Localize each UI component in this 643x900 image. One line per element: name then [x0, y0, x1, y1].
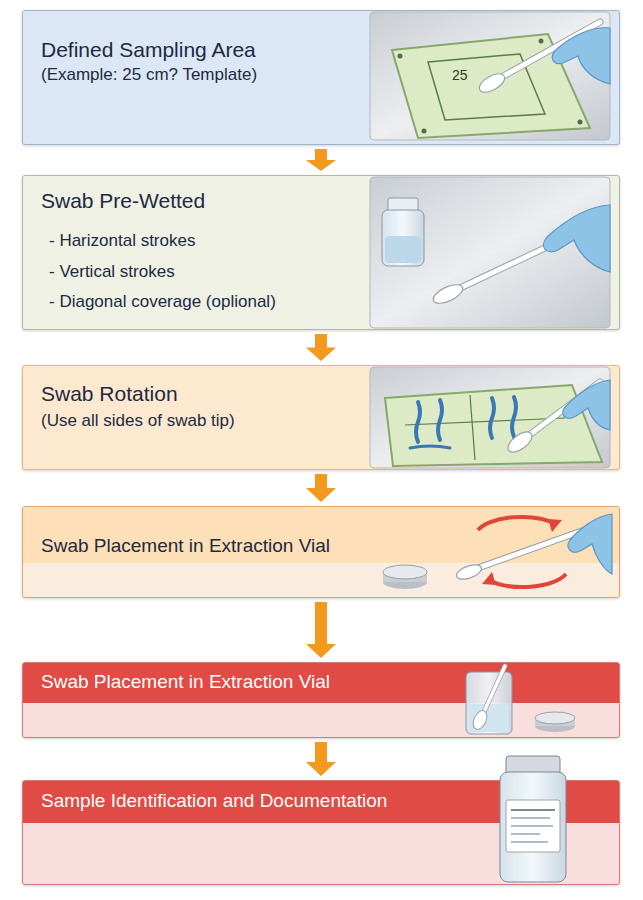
- swab-stroke-mark: [438, 400, 442, 440]
- label-line: [511, 809, 555, 811]
- rotation-arrowhead: [548, 519, 562, 532]
- template-grid-line: [470, 395, 475, 460]
- step-title: Swab Placement in Extraction Vial: [23, 535, 391, 558]
- rotation-arrowhead: [482, 572, 496, 585]
- swab-stick: [482, 666, 505, 716]
- vial-cap-side: [383, 575, 427, 589]
- swab-tip: [505, 428, 536, 456]
- vial-cap-side: [535, 718, 575, 726]
- rotation-arrow: [488, 574, 566, 587]
- swab-tip: [470, 708, 489, 731]
- flow-arrow: [306, 334, 336, 361]
- swab-stroke-mark: [416, 402, 420, 442]
- step-title: Swab Pre-Wetted: [23, 188, 371, 213]
- flow-arrow: [306, 602, 336, 658]
- template-window: [428, 54, 545, 120]
- swab-stick-outline: [482, 666, 505, 716]
- step-note: - Vertical strokes: [23, 262, 379, 282]
- process-box: Defined Sampling Area (Example: 25 cm? Te…: [22, 10, 620, 145]
- template-screw: [422, 129, 427, 134]
- label-line: [511, 825, 553, 827]
- step-note: (Use all sides of swab tip): [23, 411, 371, 431]
- bottle-liquid: [385, 236, 421, 263]
- swab-stick-outline: [458, 222, 600, 289]
- gloved-hand: [543, 205, 610, 272]
- vial-cap-side: [383, 572, 427, 582]
- swab-tip: [431, 281, 466, 307]
- sampling-template: [385, 385, 602, 466]
- label-line: [511, 833, 540, 835]
- gloved-hand: [552, 28, 610, 84]
- step-title: Swab Rotation: [23, 381, 371, 406]
- template-screw: [398, 54, 403, 59]
- vial-cap: [535, 712, 575, 724]
- step-note: - Harizontal strokes: [23, 231, 379, 251]
- flow-arrow: [306, 149, 336, 171]
- step-note: (Example: 25 cm? Template): [23, 65, 371, 85]
- swab-stroke-mark: [410, 446, 450, 448]
- photo-panel: [370, 367, 610, 468]
- process-box: Swab Placement in Extraction Vial: [22, 662, 620, 738]
- swab-tip: [455, 562, 484, 582]
- flow-arrow: [306, 742, 336, 776]
- template-screw: [539, 39, 544, 44]
- swab-stroke-mark: [512, 397, 516, 437]
- template-label: 25: [452, 67, 468, 84]
- template-screw: [578, 120, 583, 125]
- bottle-cap: [388, 198, 418, 212]
- label-line: [511, 841, 548, 843]
- swab-stick: [500, 22, 600, 78]
- label-line: [511, 817, 550, 819]
- vial-cap: [383, 565, 427, 579]
- step-title: Defined Sampling Area: [23, 37, 371, 62]
- template-grid-line: [405, 418, 565, 425]
- solvent-bottle: [382, 210, 424, 266]
- swab-stick-outline: [528, 382, 600, 436]
- photo-panel: [370, 177, 610, 328]
- flow-arrow: [306, 474, 336, 502]
- process-box: Sample Identification and Documentation: [22, 780, 620, 885]
- vial-cap-side: [535, 720, 575, 732]
- process-box: Swab Placement in Extraction Vial: [22, 506, 620, 598]
- swab-stroke-mark: [490, 398, 494, 438]
- sampling-template: [392, 34, 590, 138]
- vial-cap: [506, 756, 560, 776]
- vial-label: [506, 800, 560, 852]
- process-box: Swab Rotation (Use all sides of swab tip): [22, 365, 620, 470]
- swab-stick: [458, 222, 600, 289]
- swab-tip: [476, 70, 507, 96]
- step-note: - Diagonal coverage (oplional): [23, 292, 379, 312]
- extraction-vial: [466, 672, 512, 734]
- vial-liquid: [469, 704, 509, 732]
- step-title: Sample Identification and Documentation: [23, 790, 491, 813]
- gloved-hand: [568, 514, 612, 574]
- photo-panel: [370, 12, 610, 140]
- sample-vial: [500, 772, 566, 882]
- process-box: Swab Pre-Wetted - Harizontal strokes - Ver…: [22, 175, 620, 330]
- swab-stick: [528, 382, 600, 436]
- gloved-hand: [563, 380, 610, 430]
- swab-stick-outline: [500, 22, 600, 78]
- rotation-arrow: [478, 517, 556, 530]
- swab-stick: [478, 528, 590, 568]
- step-title: Swab Placement in Extraction Vial: [23, 671, 451, 694]
- swab-stick-outline: [478, 528, 590, 568]
